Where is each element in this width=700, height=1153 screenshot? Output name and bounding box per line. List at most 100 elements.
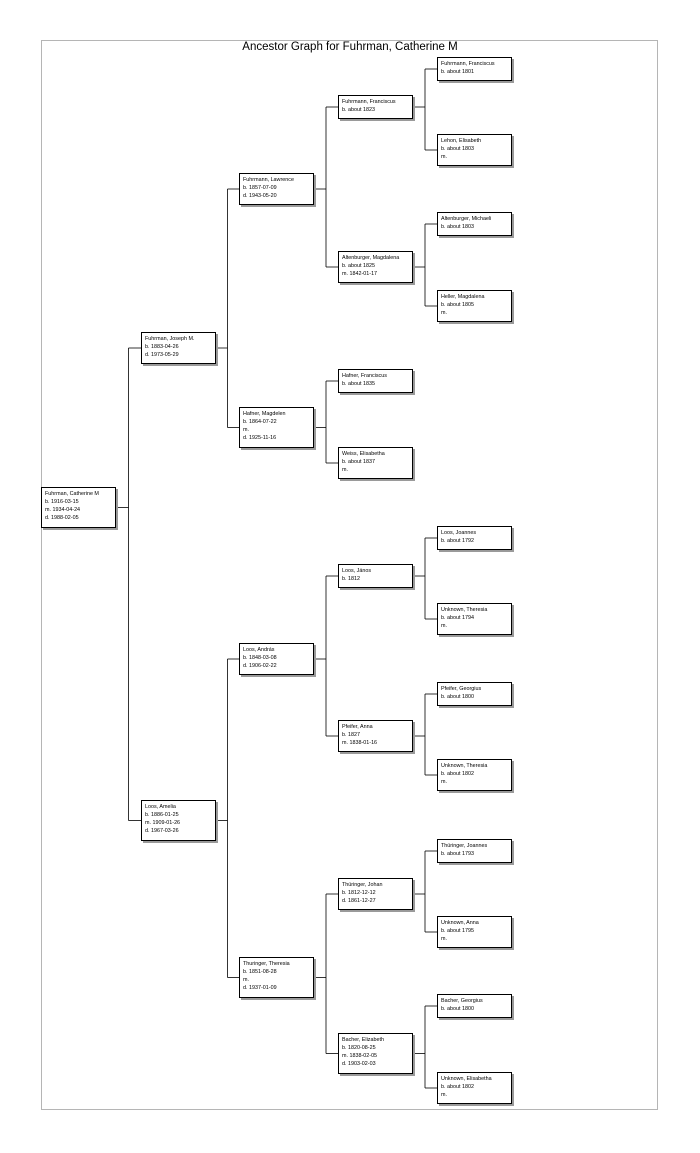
person-box[interactable]: Lehon, Elisabeth b. about 1803 m.	[437, 134, 512, 166]
person-detail: d. 1937-01-09	[243, 985, 277, 991]
person-detail: d. 1861-12-27	[342, 898, 376, 904]
person-name: Bacher, Elizabeth	[342, 1037, 384, 1043]
person-box[interactable]: Fuhrmann, Lawrence b. 1857-07-09 d. 1943-0…	[239, 173, 314, 205]
person-detail: b. about 1802	[441, 771, 474, 777]
person-detail: b. about 1823	[342, 107, 375, 113]
person-name: Fuhrmann, Franciscus	[342, 99, 396, 105]
person-detail: b. 1883-04-26	[145, 344, 179, 350]
person-detail: b. about 1793	[441, 851, 474, 857]
person-detail: m.	[243, 427, 249, 433]
person-detail: b. 1857-07-09	[243, 185, 277, 191]
person-name: Loos, Joannes	[441, 530, 477, 536]
person-box[interactable]: Fuhrman, Catherine M b. 1916-03-15 m. 1934…	[41, 487, 116, 528]
person-name: Weiss, Elisabetha	[342, 451, 385, 457]
person-detail: b. 1812	[342, 576, 360, 582]
person-detail: b. about 1801	[441, 69, 474, 75]
person-detail: d. 1906-02-22	[243, 663, 277, 669]
chart-frame	[41, 40, 658, 1110]
person-detail: m. 1838-02-05	[342, 1053, 378, 1059]
person-box[interactable]: Thüringer, Joannes b. about 1793	[437, 839, 512, 863]
person-detail: b. 1886-01-25	[145, 812, 179, 818]
person-detail: b. about 1800	[441, 1006, 474, 1012]
person-name: Thüringer, Joannes	[441, 843, 488, 849]
person-name: Hafner, Franciscus	[342, 373, 387, 379]
person-name: Altenburger, Michaeli	[441, 216, 492, 222]
person-detail: m.	[342, 467, 348, 473]
person-name: Unknown, Anna	[441, 920, 479, 926]
person-detail: m.	[441, 310, 447, 316]
person-box[interactable]: Pfeifer, Anna b. 1827 m. 1838-01-16	[338, 720, 413, 752]
person-box[interactable]: Hafner, Magdelen b. 1864-07-22 m. d. 1925-1…	[239, 407, 314, 448]
person-detail: b. about 1803	[441, 146, 474, 152]
person-name: Altenburger, Magdalena	[342, 255, 400, 261]
person-name: Fuhrmann, Lawrence	[243, 177, 294, 183]
person-detail: b. about 1795	[441, 928, 474, 934]
person-name: Unknown, Theresia	[441, 763, 488, 769]
person-detail: b. about 1803	[441, 224, 474, 230]
person-detail: b. 1827	[342, 732, 360, 738]
person-name: Loos, András	[243, 647, 275, 653]
person-box[interactable]: Unknown, Theresia b. about 1802 m.	[437, 759, 512, 791]
person-box[interactable]: Hafner, Franciscus b. about 1835	[338, 369, 413, 393]
person-box[interactable]: Loos, Joannes b. about 1792	[437, 526, 512, 550]
person-detail: m. 1842-01-17	[342, 271, 378, 277]
person-name: Fuhrman, Catherine M	[45, 491, 99, 497]
person-box[interactable]: Fuhrman, Joseph M. b. 1883-04-26 d. 1973-0…	[141, 332, 216, 364]
person-box[interactable]: Altenburger, Michaeli b. about 1803	[437, 212, 512, 236]
person-detail: d. 1925-11-16	[243, 435, 277, 441]
person-name: Hafner, Magdelen	[243, 411, 286, 417]
person-name: Unknown, Theresia	[441, 607, 488, 613]
person-detail: b. about 1800	[441, 694, 474, 700]
person-detail: m.	[441, 154, 447, 160]
person-detail: d. 1943-05-20	[243, 193, 277, 199]
person-name: Pfeifer, Anna	[342, 724, 373, 730]
person-detail: b. 1916-03-15	[45, 499, 79, 505]
person-detail: b. 1864-07-22	[243, 419, 277, 425]
person-name: Unknown, Elisabetha	[441, 1076, 492, 1082]
person-detail: d. 1903-02-03	[342, 1061, 376, 1067]
person-name: Pfeifer, Georgius	[441, 686, 482, 692]
person-detail: m. 1838-01-16	[342, 740, 378, 746]
person-detail: d. 1988-02-05	[45, 515, 79, 521]
person-detail: b. about 1825	[342, 263, 375, 269]
person-name: Fuhrman, Joseph M.	[145, 336, 195, 342]
person-detail: m.	[441, 936, 447, 942]
person-detail: m. 1909-01-26	[145, 820, 181, 826]
person-detail: d. 1973-05-29	[145, 352, 179, 358]
person-detail: b. 1820-08-25	[342, 1045, 376, 1051]
person-box[interactable]: Loos, András b. 1848-03-08 d. 1906-02-22	[239, 643, 314, 675]
person-detail: m.	[441, 779, 447, 785]
person-box[interactable]: Unknown, Anna b. about 1795 m.	[437, 916, 512, 948]
person-box[interactable]: Unknown, Theresia b. about 1794 m.	[437, 603, 512, 635]
person-box[interactable]: Thüringer, Johan b. 1812-12-12 d. 1861-12-…	[338, 878, 413, 910]
person-detail: b. about 1794	[441, 615, 474, 621]
person-box[interactable]: Fuhrmann, Franciscus b. about 1823	[338, 95, 413, 119]
person-detail: b. 1851-08-28	[243, 969, 277, 975]
person-name: Thuringer, Theresia	[243, 961, 290, 967]
person-box[interactable]: Bacher, Elizabeth b. 1820-08-25 m. 1838-02…	[338, 1033, 413, 1074]
person-detail: b. about 1792	[441, 538, 474, 544]
person-detail: m. 1934-04-24	[45, 507, 81, 513]
person-box[interactable]: Weiss, Elisabetha b. about 1837 m.	[338, 447, 413, 479]
person-name: Thüringer, Johan	[342, 882, 383, 888]
person-name: Lehon, Elisabeth	[441, 138, 482, 144]
person-detail: b. 1848-03-08	[243, 655, 277, 661]
person-box[interactable]: Pfeifer, Georgius b. about 1800	[437, 682, 512, 706]
person-name: Loos, Amelia	[145, 804, 176, 810]
person-detail: b. 1812-12-12	[342, 890, 376, 896]
chart-title: Ancestor Graph for Fuhrman, Catherine M	[242, 41, 458, 53]
person-detail: b. about 1805	[441, 302, 474, 308]
person-detail: b. about 1837	[342, 459, 375, 465]
person-detail: d. 1967-03-26	[145, 828, 179, 834]
person-detail: m.	[441, 623, 447, 629]
person-box[interactable]: Altenburger, Magdalena b. about 1825 m. 18…	[338, 251, 413, 283]
person-box[interactable]: Loos, Amelia b. 1886-01-25 m. 1909-01-26 d.…	[141, 800, 216, 841]
person-detail: b. about 1835	[342, 381, 375, 387]
